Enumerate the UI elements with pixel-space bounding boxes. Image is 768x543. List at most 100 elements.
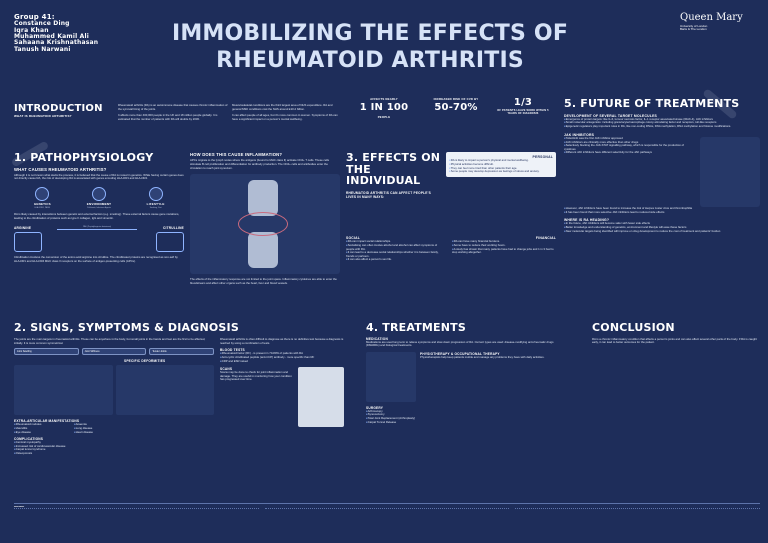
synovium [238,212,288,237]
member-name: Muhammed Kamil Ali [14,32,90,40]
future-sub1: DEVELOPMENT OF SEVERAL TARGET MOLECULES [564,113,658,118]
future-sub2: JAK INHIBITORS [564,132,595,137]
citrulline-structure [156,232,184,253]
comp-item: Osteoporosis [14,451,214,456]
molecule-diagram [14,232,184,253]
future-item: Small molecular antagonists: including g… [564,121,760,125]
stat-2: INCREASED RISK OF CVD BY 50-70% [428,97,484,116]
jak-item: Different JAK inhibitors have different … [564,151,696,155]
factor-label: Environment [86,201,112,206]
intro-subheading: WHAT IS RHEUMATOID ARTHRITIS? [14,113,72,118]
intro-p2: It affects more than 400,000 people in t… [118,113,218,121]
pt-block: PHYSIOTHERAPY & OCCUPATIONAL THERAPY Phy… [366,351,562,402]
effects-tag: RHEUMATOID ARTHRITIS CAN AFFECT PEOPLE'S… [346,190,431,199]
patho-p3: Citrullination involves the conversion o… [14,255,178,263]
member-name: Iqra Khan [14,26,49,34]
personal-card: PERSONAL RA is likely to impact a person… [446,152,556,177]
jak-block: Tofacitinib was the first JAK inhibitor … [564,136,760,207]
future-sub3: WHERE IS RA HEADING? [564,218,610,223]
member-name: Sahaana Krishnathasan [14,39,99,47]
treat-heading: 4. TREATMENTS [366,321,467,334]
extra-item: Eye disease [14,430,74,435]
comp-item: Carpal tunnel syndrome [14,448,214,452]
jak-item: Tofacitinib was the first JAK inhibitor … [564,136,696,141]
citrulline-label: Citrulline [163,226,184,231]
divider [14,503,760,504]
blood-item: Anti-cyclic citrullinated peptide (anti-… [220,355,344,360]
diag-text: Rheumatoid arthritis is often difficult … [220,337,344,345]
future-heading: 5. FUTURE OF TREATMENTS [564,97,740,110]
jak-item: JAK inhibitors are clinically more effec… [564,140,696,145]
citrullination-row: Arginine PAD (Peptidylarginine deiminase… [14,226,184,230]
extra-list: Rheumatoid nodules Anaemia Vasculitis Lu… [14,423,134,434]
pt-text-col: PHYSIOTHERAPY & OCCUPATIONAL THERAPY Phy… [420,352,562,402]
logo-sub: University of London [680,23,708,28]
group-label: Group 41: [14,13,55,21]
symptom-card: Tender Joints [149,348,215,356]
jak-item: Selectively blocking the JAK-STAT signal… [564,143,696,151]
title-line2: RHEUMATOID ARTHRITIS [216,48,524,74]
future-item: Epigenetic regulators play important rol… [564,124,760,129]
symptom-card: Joint Stiffness [81,348,147,356]
extra-heading: EXTRA-ARTICULAR MANIFESTATIONS [14,419,80,424]
intro-p1: Rheumatoid arthritis (RA) is an autoimmu… [118,103,228,111]
surgery-item: Carpal Tunnel Release [366,420,562,425]
arginine-structure [14,232,42,253]
signs-section: 2. SIGNS, SYMPTOMS & DIAGNOSIS [14,322,344,334]
cigarette-icon [148,187,163,202]
future-item: Better knowledge and understanding of ge… [564,225,760,230]
surgery-item: Arthroscopy [366,409,562,414]
extra-item: Vasculitis [14,426,74,431]
intro-heading: INTRODUCTION [14,103,103,114]
future-item: Emergence of protein targets: like IL-6,… [564,117,760,122]
surgery-item: Total Joint Replacement (Arthroplasty) [366,416,562,421]
personal-heading: PERSONAL [532,155,553,159]
reference-columns [14,508,760,532]
scan-text: Scans may be done to check for joint inf… [220,370,292,382]
extra-item: Lung disease [74,426,134,431]
logo-name: Queen Mary [680,12,743,23]
enzyme-label: PAD (Peptidylarginine deiminase) [57,226,138,230]
conclusion-heading: CONCLUSION [592,321,675,334]
stat-big: 50-70% [434,102,478,114]
blood-item: CRP and ESR raised [220,359,344,364]
intro-p3: Musculoskeletal conditions are the third… [232,103,333,111]
financial-heading: FINANCIAL [535,236,556,240]
conclusion-section: CONCLUSION RA is a chronic inflammatory … [592,322,760,345]
intro-text-1: Rheumatoid arthritis (RA) is an autoimmu… [118,103,228,122]
patho-p4: APCs migrate to the lymph nodes where th… [190,158,330,170]
intro-section: INTRODUCTION WHAT IS RHEUMATOID ARTHRITI… [14,103,114,118]
scan-text-col: SCANS Scans may be done to check for joi… [220,367,295,427]
blood-item: Rheumatoid factor (RF) - is present in 7… [220,352,344,356]
jak-item: However, JAK inhibitors have been found … [564,206,760,211]
scan-heading: SCANS [220,367,233,372]
financial-item: Some have to reduce their working hours. [452,243,556,248]
social-item: It can also affect a person's sex life. [346,258,446,262]
stat-big: 1 IN 100 [359,102,409,114]
title-line1: IMMOBILIZING THE EFFECTS OF [171,21,569,46]
extra-item: Heart disease [74,430,134,435]
patho-heading: 1. PATHOPHYSIOLOGY [14,151,154,164]
member-name: Tanush Narwani [14,45,71,53]
future-item: In the future, JAK inhibitors will becom… [564,222,760,226]
treatments-section: 4. TREATMENTS MEDICATION Medications are… [366,322,562,424]
therapy-image [366,351,416,402]
personal-item: RA is likely to impact a person's physic… [449,159,553,163]
social-item: It can lead to a decrease social relatio… [346,250,446,258]
stat-top: AFFECTS NEARLY [370,97,398,101]
comp-item: Cervical myelopathy [14,440,214,445]
reference-col [264,508,510,532]
patho-p1: Although it is not known what starts the… [14,172,184,181]
references-heading: References [14,506,25,508]
factor-lifestyle: LifestyleSmoking, Diet [131,187,181,209]
extra-item: Rheumatoid nodules [14,423,74,427]
signs-heading: 2. SIGNS, SYMPTOMS & DIAGNOSIS [14,321,239,334]
comp-heading: COMPLICATIONS [14,437,44,442]
stat-big: 1/3 [513,97,533,108]
personal-item: Physical activities become difficult. [449,162,553,167]
factor-sub: Smoking, Diet [149,206,162,209]
logo-sub: Barts & The London [680,27,707,32]
intro-p4: It can affect people of all ages, but it… [232,113,338,121]
effects-section: 3. EFFECTS ON THE INDIVIDUAL RHEUMATOID … [346,152,556,199]
jak-item: It has been found that more selective JA… [564,210,760,215]
